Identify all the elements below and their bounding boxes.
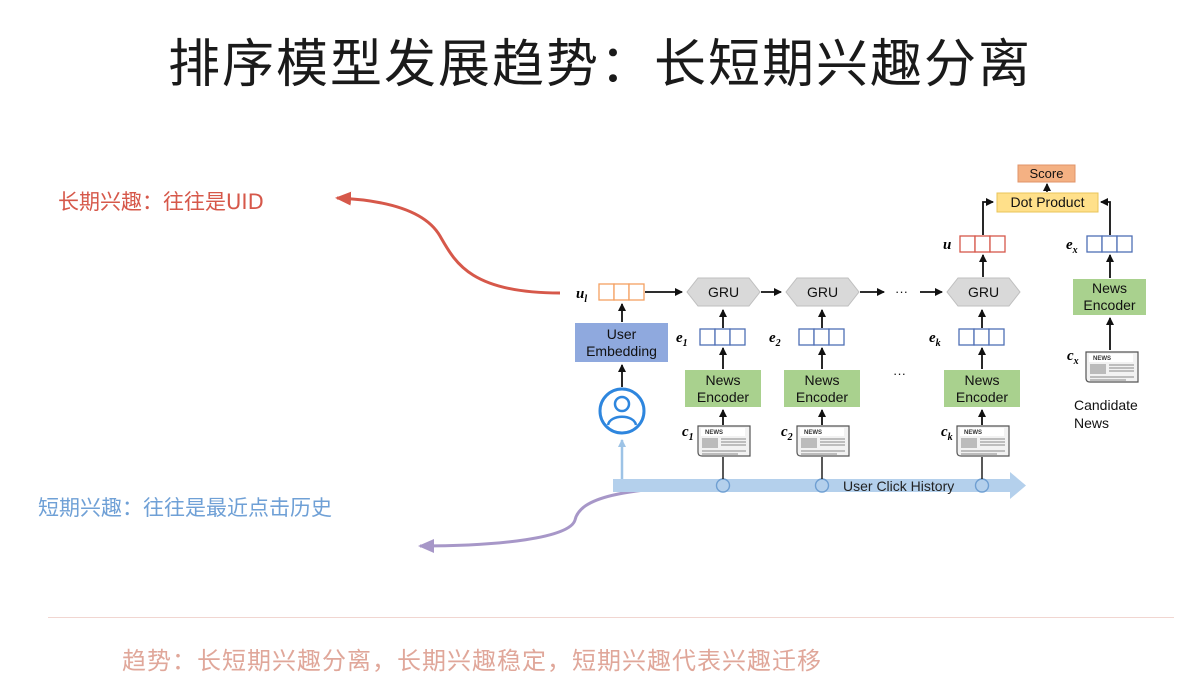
svg-text:c1: c1 (682, 424, 694, 443)
user-click-history-bar: User Click History (613, 472, 1026, 499)
u-label: u (943, 237, 951, 253)
e-x-label: e (1066, 237, 1073, 253)
e-1-vector (699, 328, 746, 346)
svg-text:ex: ex (1066, 237, 1078, 256)
c-k-subscript: k (948, 432, 953, 443)
news-1-icon-text: NEWS (705, 430, 723, 436)
news-encoder-2-line2: Encoder (796, 389, 848, 405)
user-embedding-label-line2: Embedding (586, 343, 657, 359)
gru-2-label: GRU (807, 284, 838, 300)
candidate-news-label-line1: Candidate (1074, 397, 1138, 413)
gru-k-label: GRU (968, 284, 999, 300)
gru-ellipsis: ··· (895, 284, 908, 299)
candidate-encoder-line2: Encoder (1083, 297, 1135, 313)
c-2-subscript: 2 (787, 432, 793, 443)
user-embedding-box (575, 323, 668, 362)
svg-text:c2: c2 (781, 424, 793, 443)
e-2-vector (798, 328, 845, 346)
svg-text:cx: cx (1067, 348, 1079, 367)
page-title: 排序模型发展趋势：长短期兴趣分离 (167, 35, 1032, 95)
u-vector (959, 235, 1006, 253)
e-2-label: e (769, 330, 776, 346)
svg-text:ul: ul (576, 286, 587, 305)
dot-product-box (996, 192, 1099, 213)
short-term-arrow (418, 483, 723, 553)
user-embedding-label-line1: User (607, 326, 637, 342)
candidate-news-label-line2: News (1074, 415, 1109, 431)
score-label: Score (1030, 166, 1064, 181)
news-k-icon-text: NEWS (964, 430, 982, 436)
news-encoder-2-box (784, 370, 860, 407)
u-l-vector (598, 283, 645, 301)
news-2-icon-text: NEWS (804, 430, 822, 436)
gru-1-label: GRU (708, 284, 739, 300)
c-2-label: c (781, 424, 788, 440)
footer-divider (48, 617, 1174, 618)
user-avatar-icon (598, 387, 646, 435)
c-1-label: c (682, 424, 689, 440)
c-1-subscript: 1 (689, 432, 694, 443)
candidate-news-encoder-box (1073, 279, 1146, 315)
svg-text:e1: e1 (676, 330, 688, 349)
news-encoder-1-line2: Encoder (697, 389, 749, 405)
e-2-subscript: 2 (775, 338, 781, 349)
candidate-news-icon-text: NEWS (1093, 356, 1111, 362)
dot-product-label: Dot Product (1011, 194, 1085, 210)
u-l-subscript: l (584, 294, 587, 305)
svg-text:e2: e2 (769, 330, 781, 349)
svg-text:ek: ek (929, 330, 941, 349)
news-encoder-k-line1: News (964, 372, 999, 388)
news-encoder-1-line1: News (705, 372, 740, 388)
news-encoder-1-box (685, 370, 761, 407)
e-k-label: e (929, 330, 936, 346)
score-box (1017, 164, 1076, 183)
gru-2: GRU (785, 277, 860, 307)
user-click-history-label: User Click History (843, 478, 954, 494)
news-encoder-k-line2: Encoder (956, 389, 1008, 405)
gru-k: GRU (946, 277, 1021, 307)
e-k-vector (958, 328, 1005, 346)
e-x-vector (1086, 235, 1133, 253)
u-l-label: u (576, 286, 584, 302)
e-1-subscript: 1 (683, 338, 688, 349)
short-term-interest-note: 短期兴趣：往往是最近点击历史 (38, 496, 332, 520)
gru-1: GRU (686, 277, 761, 307)
trend-summary: 趋势：长短期兴趣分离，长期兴趣稳定，短期兴趣代表兴趣迁移 (122, 647, 822, 675)
c-k-label: c (941, 424, 948, 440)
long-term-interest-note: 长期兴趣：往往是UID (58, 190, 264, 214)
svg-text:ck: ck (941, 424, 953, 443)
c-x-label: c (1067, 348, 1074, 364)
long-term-arrow (335, 191, 561, 295)
e-1-label: e (676, 330, 683, 346)
e-x-subscript: x (1072, 245, 1078, 256)
encoder-ellipsis: ··· (893, 366, 906, 381)
candidate-encoder-line1: News (1092, 280, 1127, 296)
e-k-subscript: k (936, 338, 941, 349)
news-encoder-2-line1: News (804, 372, 839, 388)
c-x-subscript: x (1073, 356, 1079, 367)
news-encoder-k-box (944, 370, 1020, 407)
